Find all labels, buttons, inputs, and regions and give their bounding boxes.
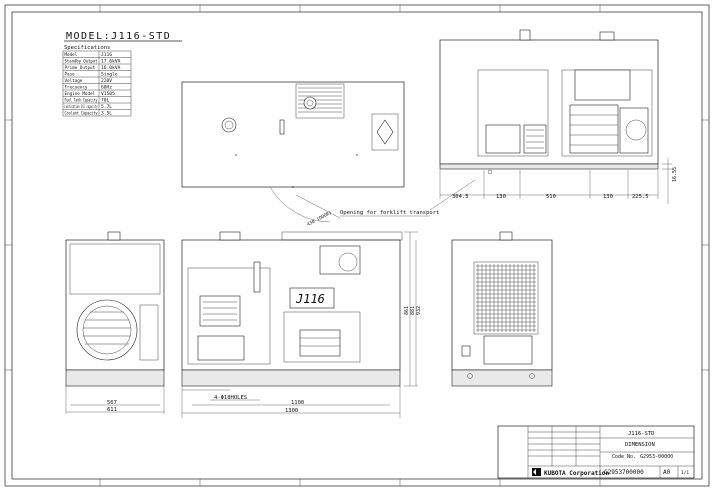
spec-value: 60Hz [101, 84, 112, 90]
spec-label: Lubrication Oil capacity [65, 104, 98, 109]
spec-value: 5.7L [101, 104, 112, 110]
spec-label: Prime Output [65, 65, 96, 70]
spec-label: Model [65, 52, 78, 57]
spec-value: 3.5L [101, 110, 112, 116]
spec-value: 17.6kVA [101, 58, 121, 64]
generator-end-icon [76, 299, 138, 361]
spec-value: 70L [101, 97, 110, 103]
door-swing-label: 430 (DOOR) [306, 210, 333, 228]
dim-height-b: 881 [410, 306, 416, 315]
spec-label: Frecuency [65, 84, 88, 89]
spec-label: Fuel Tank Capacity [65, 97, 98, 102]
tb-code-label: Code No. [612, 454, 636, 460]
tb-product: J116-STD [628, 431, 655, 437]
dim-top-2: 130 [496, 194, 506, 200]
tb-company: KUBOTA Corporation [544, 470, 609, 477]
radiator-cap-icon [303, 96, 317, 110]
spec-value: V1505 [101, 91, 115, 97]
forklift-note: Opening for forklift transport [340, 210, 439, 216]
end-view-right [451, 231, 553, 387]
dim-top-5: 225.5 [632, 194, 649, 200]
tb-doc-no: G2953700000 [604, 469, 644, 476]
front-view: J116 4-Φ18HOLES 1100 1300 861 881 932 [181, 231, 422, 418]
fuel-cap-icon [221, 117, 237, 133]
dim-end-outer: 611 [107, 407, 117, 413]
spec-value: 16.0kVA [101, 65, 121, 71]
dim-height-a: 861 [404, 306, 410, 315]
drawing-title: MODEL:J116-STD [66, 31, 171, 42]
title-block: J116-STD DIMENSION Code No. G2953-00000 … [497, 425, 695, 479]
spec-label: Voltage [65, 78, 83, 83]
brand-plate-text: J116 [295, 292, 325, 306]
border-ticks [5, 5, 709, 486]
radiator-grille [473, 261, 539, 335]
dim-top-1: 304.5 [452, 194, 469, 200]
spec-value: Single [101, 71, 118, 77]
dim-top-4: 130 [603, 194, 613, 200]
tb-drawing-title: DIMENSION [625, 442, 655, 448]
outer-border [4, 4, 710, 487]
spec-label: Pase [65, 71, 76, 76]
inner-border [11, 11, 703, 480]
spec-label: Standby Output [65, 58, 98, 63]
spec-label: Coolant Capacity [65, 110, 98, 115]
dim-small-height: 16.55 [672, 167, 678, 182]
side-view-right: 304.5 130 510 130 225.5 16.55 Opening fo… [340, 29, 678, 217]
end-view-left: 567 611 [65, 231, 165, 414]
spec-header: Specifications [64, 45, 110, 51]
holes-label: 4-Φ18HOLES [214, 395, 247, 401]
spec-value: J116 [101, 52, 112, 58]
dim-end-inner: 567 [107, 400, 117, 406]
brand-plate [289, 287, 335, 309]
dim-top-3: 510 [546, 194, 556, 200]
dim-height-c: 932 [416, 306, 422, 315]
top-view: 430 (DOOR) [181, 81, 405, 228]
tb-sheet: 1/1 [681, 470, 689, 476]
lifting-eye-icon [376, 119, 394, 145]
spec-value: 220V [101, 78, 112, 84]
tb-doc-rev: A0 [663, 469, 671, 476]
dim-front-inner: 1100 [291, 400, 304, 406]
kubota-logo-icon [532, 468, 541, 476]
tb-code: G2953-00000 [640, 454, 673, 460]
dim-front-outer: 1300 [285, 408, 298, 414]
spec-label: Engine Model [65, 91, 96, 96]
